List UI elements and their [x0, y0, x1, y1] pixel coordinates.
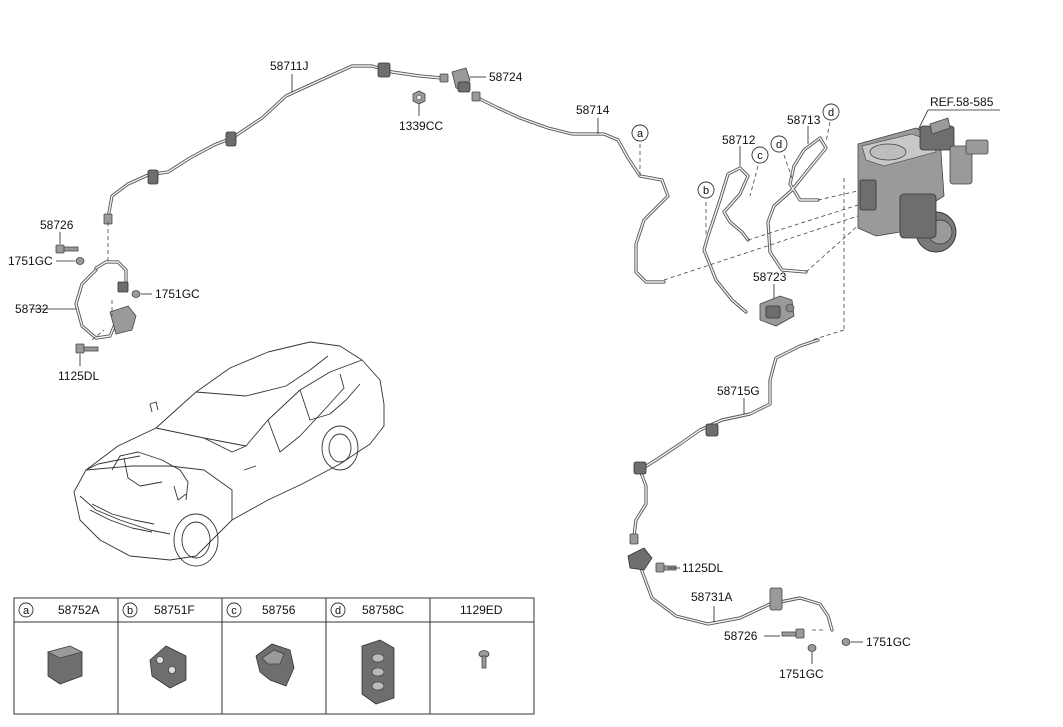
clip-block-icon	[46, 645, 84, 685]
label-58715G: 58715G	[717, 384, 760, 398]
legend-cell-d[interactable]: d 58758C	[330, 602, 404, 705]
label-1125DL-left: 1125DL	[58, 369, 99, 383]
valve-58723[interactable]	[759, 295, 795, 327]
washer-1751GC-right-b[interactable]	[807, 644, 817, 652]
brake-pipe-58712[interactable]	[702, 166, 750, 314]
label-58714: 58714	[576, 103, 610, 117]
legend-letter-c: c	[231, 605, 237, 617]
legend-cell-a[interactable]: a 58752A	[18, 602, 99, 685]
label-ref-58-585[interactable]: REF.58-585	[930, 95, 994, 109]
label-1125DL-right: 1125DL	[682, 561, 723, 575]
callout-c-dash	[749, 165, 759, 197]
callout-d1-circle	[770, 135, 788, 153]
bracket-58724[interactable]	[439, 67, 471, 93]
connection-dash-lines	[663, 178, 863, 341]
callout-a-circle	[631, 124, 649, 142]
legend-part-58752A: 58752A	[58, 603, 99, 617]
bolt-58726-left[interactable]	[55, 244, 79, 254]
bolt-1125DL-right[interactable]	[655, 562, 677, 573]
label-58723: 58723	[753, 270, 787, 284]
label-1751GC-left-b: 1751GC	[155, 287, 200, 301]
brake-pipe-58714[interactable]	[471, 91, 670, 284]
callout-c-text: c	[757, 150, 763, 162]
label-58712: 58712	[722, 133, 756, 147]
brake-pipe-58713[interactable]	[766, 136, 828, 274]
hydraulic-unit-assembly[interactable]	[857, 117, 989, 253]
clip-multi-icon	[361, 639, 395, 705]
legend-part-58751F: 58751F	[154, 603, 195, 617]
label-58713: 58713	[787, 113, 821, 127]
legend-letter-d: d	[335, 605, 341, 617]
parts-legend-table	[13, 597, 535, 715]
hose-dash-bottom	[91, 329, 105, 341]
washer-1751GC-left-b[interactable]	[131, 290, 141, 298]
label-58732: 58732	[15, 302, 49, 316]
callout-a-text: a	[637, 128, 644, 140]
legend-letter-a: a	[23, 605, 30, 617]
label-1339CC: 1339CC	[399, 119, 443, 133]
washer-1751GC-right-a[interactable]	[841, 638, 851, 646]
callout-d2-dash	[825, 121, 831, 143]
clip-bracket-icon	[255, 643, 295, 687]
callout-d2-circle	[822, 103, 840, 121]
brake-hose-58731A[interactable]	[627, 547, 834, 632]
label-1751GC-right-a: 1751GC	[866, 635, 911, 649]
legend-cell-c[interactable]: c 58756	[226, 602, 296, 687]
brake-pipe-58711J[interactable]	[103, 62, 444, 225]
brake-pipe-58715G[interactable]	[629, 338, 820, 545]
callout-d2-text: d	[828, 107, 834, 119]
bolt-58726-right[interactable]	[781, 628, 805, 639]
label-58724: 58724	[489, 70, 523, 84]
clip-wedge-icon	[149, 645, 187, 689]
callout-b-text: b	[703, 185, 709, 197]
bolt-icon	[478, 650, 490, 669]
washer-1751GC-left-a[interactable]	[75, 257, 85, 265]
vehicle-outline-illustration	[73, 341, 385, 567]
legend-part-58756: 58756	[262, 603, 296, 617]
nut-1339CC[interactable]	[412, 90, 426, 105]
bolt-1125DL-left[interactable]	[75, 343, 99, 354]
label-58711J: 58711J	[270, 59, 308, 73]
label-1751GC-left-a: 1751GC	[8, 254, 53, 268]
callout-c-circle	[751, 146, 769, 164]
label-1751GC-right-b: 1751GC	[779, 667, 824, 681]
legend-cell-1129ED[interactable]: 1129ED	[460, 603, 503, 669]
leader-ref-tip	[917, 109, 929, 131]
callout-b-circle	[697, 181, 715, 199]
label-58726-left: 58726	[40, 218, 74, 232]
legend-letter-b: b	[127, 605, 133, 617]
brake-hose-58732[interactable]	[74, 260, 137, 340]
legend-part-1129ED: 1129ED	[460, 603, 503, 617]
label-58726-right: 58726	[724, 629, 758, 643]
legend-part-58758C: 58758C	[362, 603, 404, 617]
callout-d1-text: d	[776, 139, 782, 151]
label-58731A: 58731A	[691, 590, 732, 604]
legend-cell-b[interactable]: b 58751F	[122, 602, 195, 689]
